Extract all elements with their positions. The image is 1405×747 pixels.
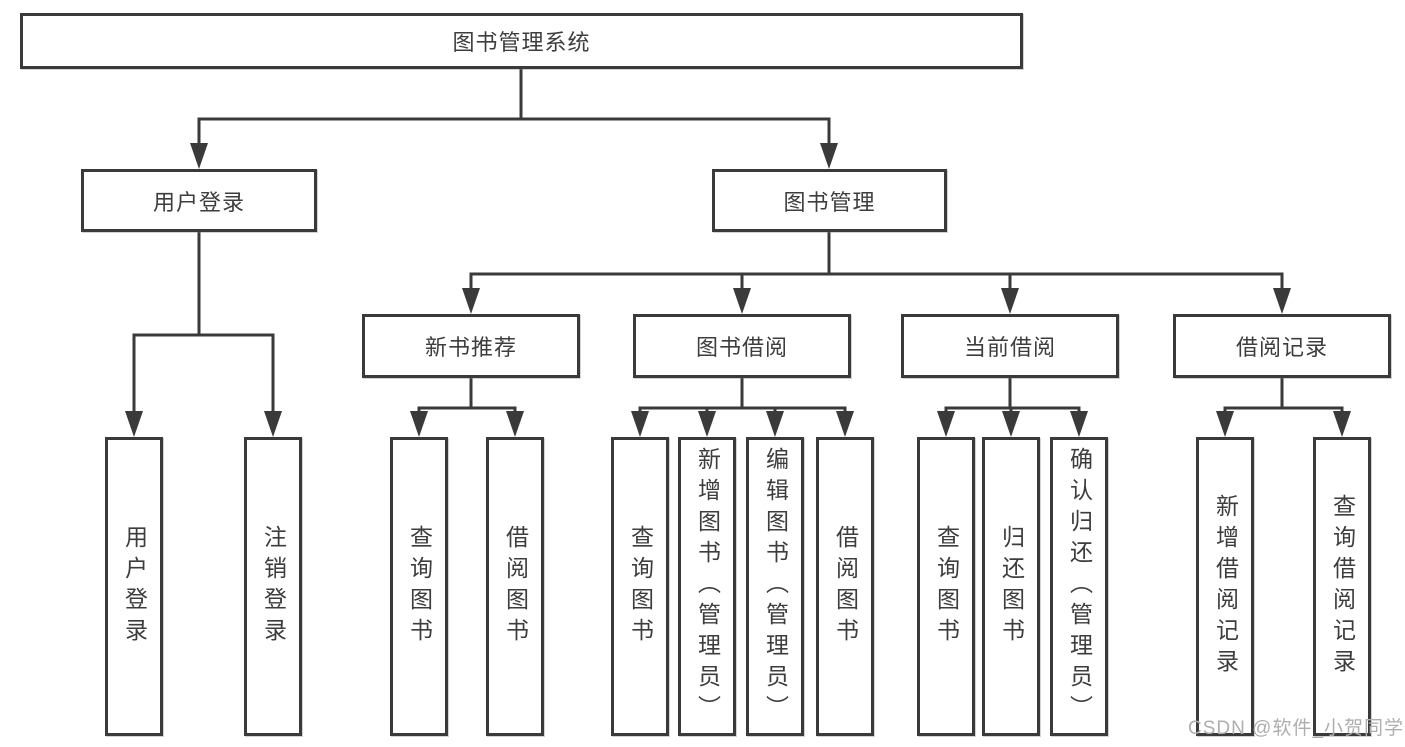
connector-borrowing-records <box>1216 375 1351 437</box>
node-new-book-recommend: 新书推荐 <box>362 314 580 378</box>
node-current-borrowing-label: 当前借阅 <box>963 335 1056 360</box>
node-borrowing-records-label: 借阅记录 <box>1235 335 1328 360</box>
node-leaf-borrowing-query-books: 查询图书 <box>611 437 669 736</box>
node-current-borrowing: 当前借阅 <box>901 314 1119 378</box>
node-leaf-user-login-label: 用户登录 <box>121 524 148 649</box>
node-book-management-label: 图书管理 <box>783 189 876 215</box>
node-leaf-recommend-borrow-books-label: 借阅图书 <box>502 524 529 649</box>
node-leaf-current-return-books: 归还图书 <box>982 437 1040 736</box>
node-leaf-logout: 注销登录 <box>244 437 302 736</box>
node-leaf-borrowing-borrow-books: 借阅图书 <box>816 437 874 736</box>
node-leaf-records-query-record-label: 查询借阅记录 <box>1329 493 1356 680</box>
connector-root <box>190 66 838 169</box>
node-leaf-recommend-borrow-books: 借阅图书 <box>486 437 544 736</box>
node-user-login-branch-label: 用户登录 <box>152 189 245 215</box>
node-new-book-recommend-label: 新书推荐 <box>424 335 517 360</box>
node-leaf-current-return-books-label: 归还图书 <box>998 524 1025 649</box>
node-leaf-borrowing-query-books-label: 查询图书 <box>627 524 654 649</box>
node-user-login-branch: 用户登录 <box>81 169 317 232</box>
connector-book-management <box>462 230 1291 314</box>
node-root-label: 图书管理系统 <box>452 30 591 55</box>
node-leaf-current-query-books: 查询图书 <box>917 437 975 736</box>
node-leaf-user-login: 用户登录 <box>105 437 163 736</box>
node-leaf-borrowing-add-books-label: 新增图书（管理员） <box>694 447 721 726</box>
node-leaf-borrowing-add-books: 新增图书（管理员） <box>678 437 736 736</box>
node-leaf-records-add-record: 新增借阅记录 <box>1196 437 1254 736</box>
node-leaf-records-add-record-label: 新增借阅记录 <box>1212 493 1239 680</box>
node-leaf-current-confirm-return-label: 确认归还（管理员） <box>1066 447 1093 726</box>
node-leaf-logout-label: 注销登录 <box>260 524 287 649</box>
node-leaf-borrowing-borrow-books-label: 借阅图书 <box>832 524 859 649</box>
node-leaf-borrowing-edit-books: 编辑图书（管理员） <box>746 437 804 736</box>
node-root: 图书管理系统 <box>20 13 1023 69</box>
connector-current-borrowing <box>937 375 1088 437</box>
node-leaf-current-query-books-label: 查询图书 <box>933 524 960 649</box>
connector-user-login <box>125 230 282 437</box>
node-book-borrowing-label: 图书借阅 <box>695 335 788 360</box>
csdn-watermark: CSDN @软件_小贺同学 <box>1188 718 1404 739</box>
node-borrowing-records: 借阅记录 <box>1173 314 1391 378</box>
node-leaf-recommend-query-books-label: 查询图书 <box>406 524 433 649</box>
node-leaf-borrowing-edit-books-label: 编辑图书（管理员） <box>762 447 789 726</box>
node-book-management: 图书管理 <box>712 169 947 232</box>
connector-new-book-recommend <box>410 375 524 437</box>
node-book-borrowing: 图书借阅 <box>633 314 851 378</box>
node-leaf-recommend-query-books: 查询图书 <box>390 437 448 736</box>
node-leaf-current-confirm-return: 确认归还（管理员） <box>1050 437 1108 736</box>
node-leaf-records-query-record: 查询借阅记录 <box>1313 437 1371 736</box>
connector-book-borrowing <box>631 375 854 437</box>
